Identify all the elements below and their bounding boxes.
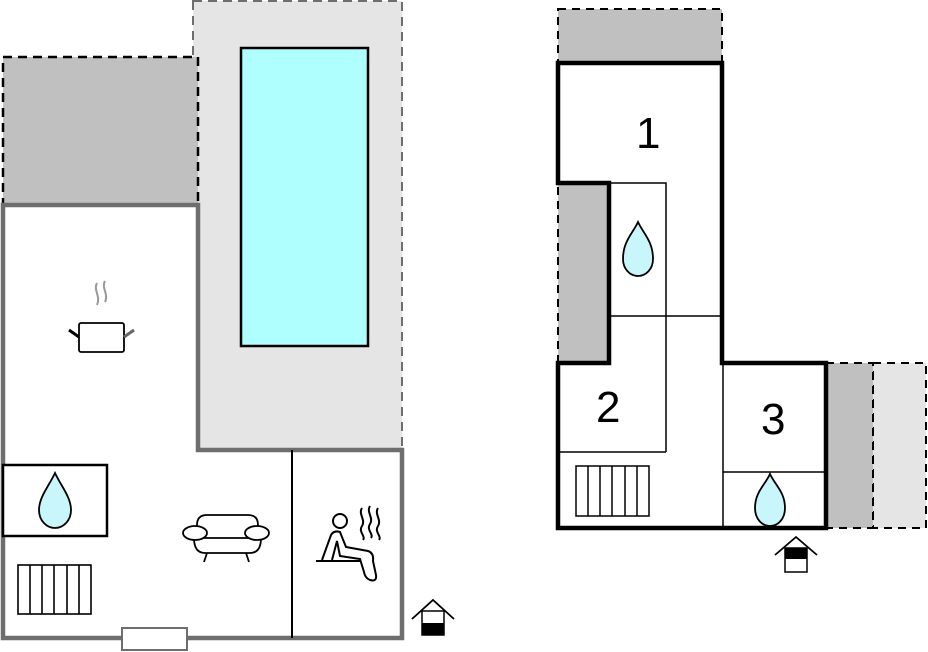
terrace-right-light	[872, 362, 927, 529]
entrance-icon	[411, 598, 455, 636]
upper-floor: 1 2 3	[555, 8, 927, 573]
upper-floor-walls	[555, 60, 829, 531]
water-drop-icon	[38, 470, 72, 529]
balcony-top	[557, 8, 723, 64]
water-drop-icon	[754, 471, 786, 527]
radiator-icon	[575, 465, 650, 517]
upper-bathroom-1	[608, 182, 667, 317]
terrace-right-dark	[825, 362, 874, 529]
doorstep	[121, 627, 188, 651]
radiator-icon	[17, 564, 92, 615]
sauna-icon	[316, 505, 381, 582]
ground-floor	[0, 0, 455, 651]
water-drop-icon	[622, 219, 654, 277]
balcony-left	[557, 182, 609, 364]
sofa-icon	[182, 514, 270, 563]
room-3-label: 3	[761, 395, 785, 444]
room-1-label: 1	[636, 109, 660, 158]
entrance-icon	[774, 535, 818, 573]
kitchen-pot-icon	[68, 280, 135, 353]
swimming-pool	[239, 46, 370, 348]
covered-terrace	[1, 55, 200, 209]
room-2-label: 2	[596, 383, 620, 432]
